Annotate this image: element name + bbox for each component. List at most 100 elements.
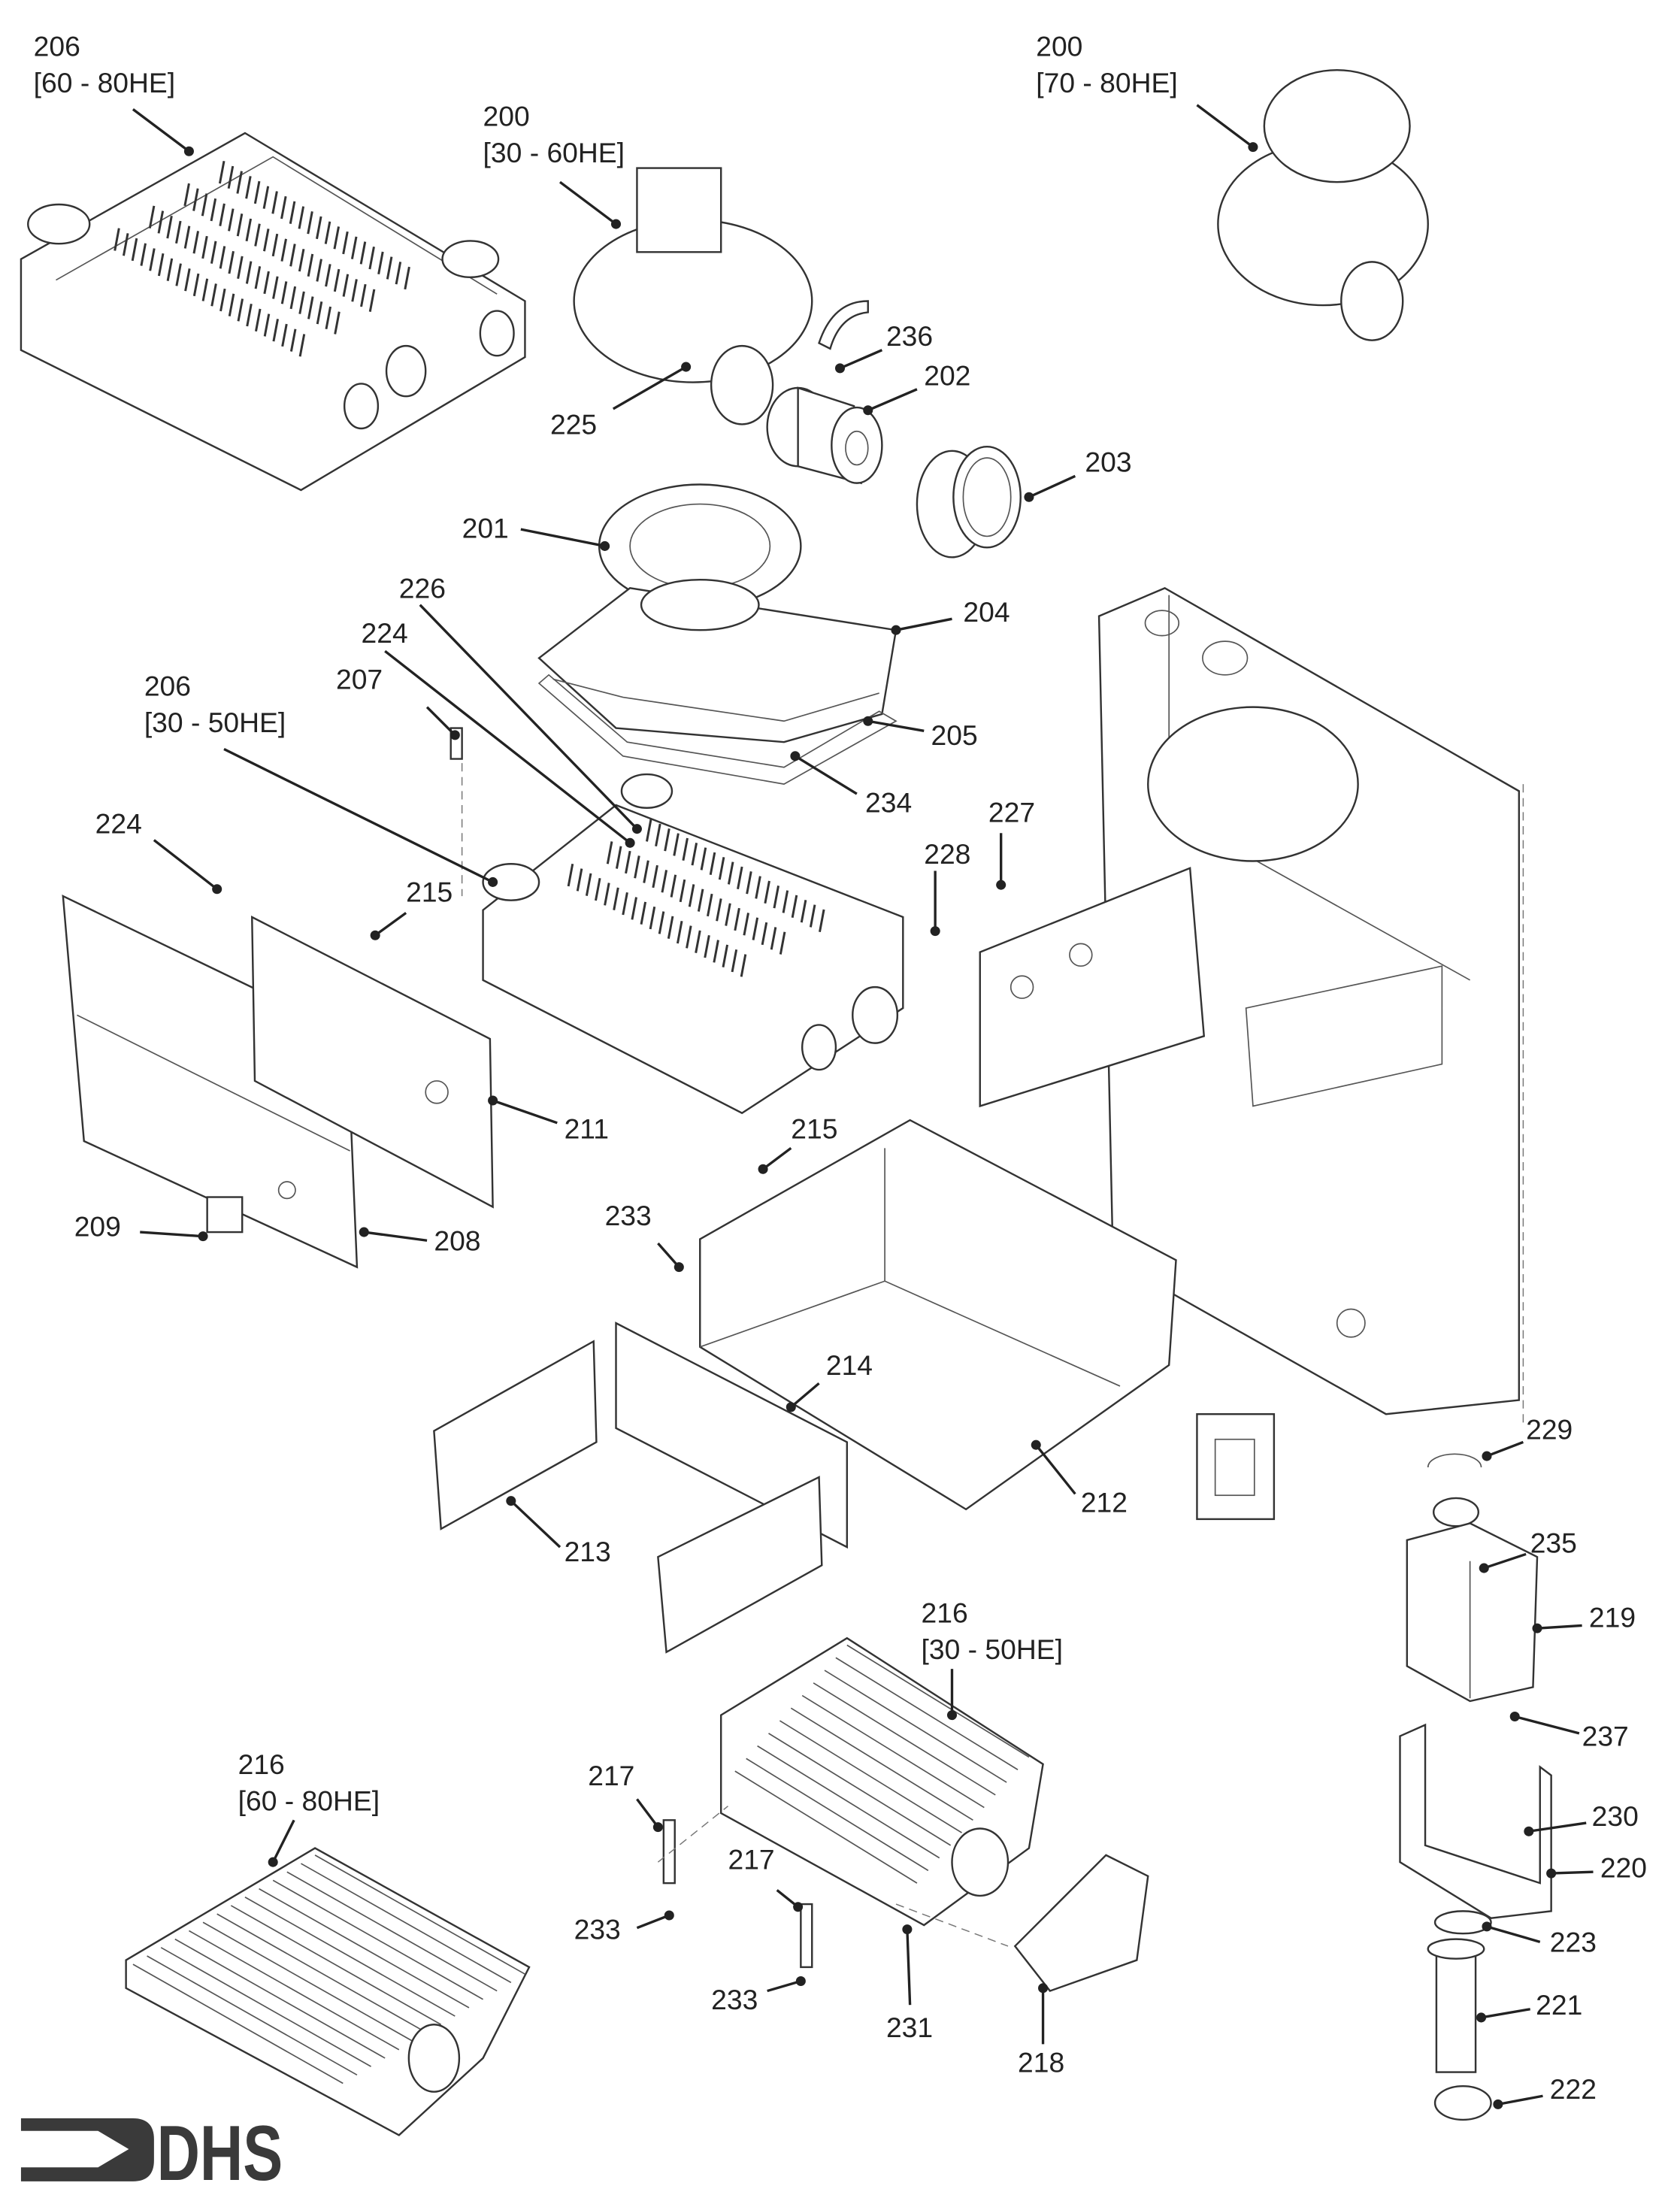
part-number-label: 228 xyxy=(924,838,970,870)
condensate-trap-assembly xyxy=(1399,1453,1552,2121)
fin-slot xyxy=(218,160,226,184)
blower-30-60 xyxy=(573,167,813,425)
callout-223: 223 xyxy=(1482,1921,1597,1957)
parts-drawings xyxy=(20,68,1552,2136)
fin-slot xyxy=(342,231,349,255)
fin-slot xyxy=(307,253,314,277)
fin-slot xyxy=(210,198,217,222)
leader-line xyxy=(520,528,605,548)
fin-slot xyxy=(254,266,262,289)
leader-dot xyxy=(664,1910,674,1921)
fin-slot xyxy=(658,911,665,934)
part-number-label: 220 xyxy=(1600,1852,1647,1884)
burner-rib xyxy=(734,1770,918,1884)
fin-slot xyxy=(333,268,341,292)
fin-slot xyxy=(307,296,314,319)
fin-slot xyxy=(184,268,191,292)
callout-204: 204 xyxy=(891,596,1010,635)
fin-slot xyxy=(585,873,592,896)
fin-slot xyxy=(625,850,631,874)
leader-dot xyxy=(625,837,635,848)
callout-233: 233 xyxy=(574,1910,674,1945)
part-number-label: 233 xyxy=(574,1914,621,1945)
fin-slot xyxy=(707,893,713,917)
leader-dot xyxy=(450,730,460,740)
model-range-label: [60 - 80HE] xyxy=(34,67,175,98)
fin-slot xyxy=(281,323,288,347)
burner-rib xyxy=(757,1745,940,1859)
callout-209: 209 xyxy=(74,1211,208,1243)
venturi xyxy=(766,386,883,485)
leader-line xyxy=(153,839,218,891)
fin-slot xyxy=(800,900,807,923)
part-number-label: 215 xyxy=(791,1113,837,1144)
model-range-label: [30 - 50HE] xyxy=(922,1633,1063,1665)
fin-slot xyxy=(716,898,722,922)
callout-224: 224 xyxy=(362,617,635,848)
burner-rib xyxy=(174,1938,386,2059)
fin-slot xyxy=(237,256,244,279)
fin-slot xyxy=(122,233,129,256)
fin-slot xyxy=(634,855,640,879)
part-number-label: 216 xyxy=(922,1597,968,1629)
fin-slot xyxy=(192,188,199,211)
callout-231: 231 xyxy=(886,1924,933,2043)
burner-rib xyxy=(301,1863,512,1984)
leader-line xyxy=(1196,104,1254,148)
fin-slot xyxy=(700,847,707,870)
callout-215: 215 xyxy=(758,1113,837,1174)
fin-slot xyxy=(731,949,738,973)
leader-line xyxy=(374,912,407,937)
electrode xyxy=(800,1903,813,1969)
fin-slot xyxy=(245,261,253,284)
fin-slot xyxy=(192,231,200,254)
leader-dot xyxy=(786,1402,796,1412)
leader-dot xyxy=(652,1822,663,1833)
leader-line xyxy=(839,349,883,370)
leader-line xyxy=(867,388,918,412)
fin-slot xyxy=(271,191,278,214)
burner-rib xyxy=(824,1670,1007,1783)
fin-slot xyxy=(737,866,743,890)
leader-dot xyxy=(793,1902,804,1912)
leader-line xyxy=(223,748,494,883)
leader-dot xyxy=(268,1857,278,1867)
leader-line xyxy=(867,719,925,732)
coupling xyxy=(916,446,1022,559)
fin-slot xyxy=(254,223,261,247)
fin-slot xyxy=(307,211,313,235)
fin-slot xyxy=(253,180,261,204)
fin-slot xyxy=(316,259,322,282)
fin-slot xyxy=(791,895,798,919)
callout-218: 218 xyxy=(1018,1983,1064,2078)
fin-slot xyxy=(764,880,770,904)
fin-slot xyxy=(157,210,165,234)
callout-225: 225 xyxy=(550,362,692,440)
electrode xyxy=(662,1819,676,1885)
fin-slot xyxy=(148,205,156,229)
leader-dot xyxy=(488,876,498,887)
leader-dot xyxy=(1509,1711,1520,1722)
burner-rib xyxy=(813,1682,996,1796)
part-number-label: 217 xyxy=(588,1760,634,1791)
burner-rib xyxy=(147,1955,358,2076)
callouts: 206[60 - 80HE]200[30 - 60HE]200[70 - 80H… xyxy=(34,31,1647,2109)
fin-slot xyxy=(289,201,296,224)
callout-234: 234 xyxy=(790,751,912,818)
burner-rib xyxy=(160,1947,371,2067)
part-number-label: 200 xyxy=(483,101,530,132)
logo-arrow-mark xyxy=(20,2118,154,2181)
fin-slot xyxy=(809,904,816,928)
heat-exchanger-60-80 xyxy=(20,132,526,492)
fin-slot xyxy=(606,841,613,864)
fin-slot xyxy=(613,887,619,910)
fin-slot xyxy=(686,925,692,949)
leader-dot xyxy=(795,1975,806,1987)
front-panel xyxy=(62,895,359,1269)
fin-slot xyxy=(166,215,173,239)
part-number-label: 219 xyxy=(1589,1601,1636,1633)
fin-slot xyxy=(368,289,376,312)
fin-slot xyxy=(746,871,752,895)
part-number-label: 203 xyxy=(1085,447,1131,478)
fin-slot xyxy=(622,892,628,916)
